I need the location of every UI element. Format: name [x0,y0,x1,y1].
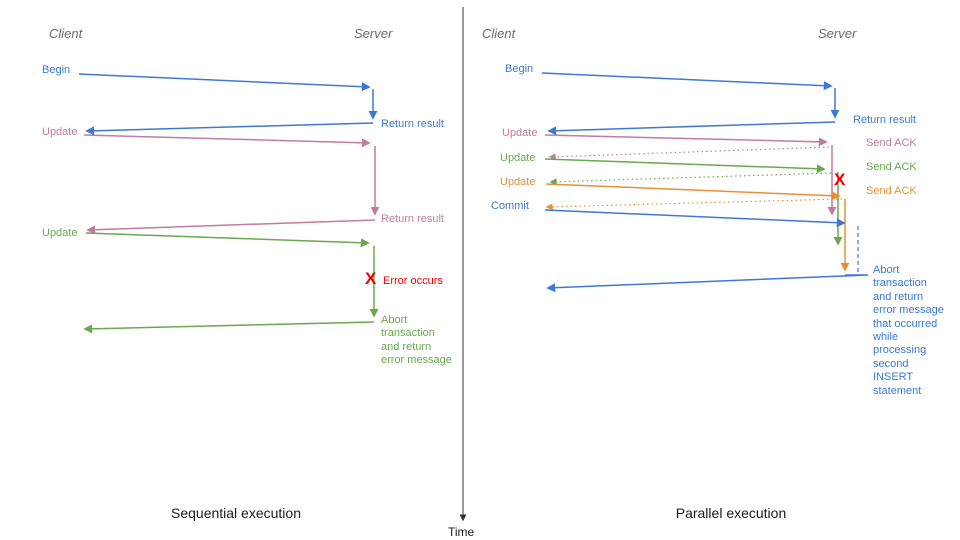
seq-server-header: Server [354,26,393,41]
par-commit-label: Commit [491,200,529,212]
parallel-arrows [541,72,869,293]
seq-abort-message: Abort transaction and return error messa… [381,314,452,367]
par-send-ack-2-label: Send ACK [866,161,917,173]
par-error-x-icon: X [834,170,846,189]
par-begin-request-arrow [541,72,833,91]
seq-error-x-icon: X [365,269,377,288]
par-update-1-label: Update [502,127,538,139]
par-send-ack-1-label: Send ACK [866,137,917,149]
seq-error-occurs-label: Error occurs [383,275,443,287]
par-server-header: Server [818,26,857,41]
par-send-ack-1-arrow [548,146,830,161]
seq-update-1-request-arrow [83,134,371,148]
seq-client-header: Client [49,26,83,41]
par-send-ack-3-arrow [545,198,843,211]
sequential-caption: Sequential execution [171,505,301,521]
seq-return-result-1-label: Return result [381,118,444,130]
par-update-1-request-arrow [544,134,828,147]
seq-return-result-2-label: Return result [381,213,444,225]
sequential-arrows [78,73,380,334]
seq-return-result-1-arrow [85,122,374,136]
par-return-result-arrow [547,121,836,136]
seq-update-2-label: Update [42,227,78,239]
time-axis-label: Time [448,525,475,539]
seq-abort-return-arrow [83,321,375,334]
par-send-ack-3-label: Send ACK [866,185,917,197]
par-send-ack-2-arrow [549,172,832,186]
par-abort-message: Abort transaction and return error messa… [873,264,944,397]
par-begin-label: Begin [505,63,534,75]
seq-return-result-2-arrow [86,219,376,235]
parallel-caption: Parallel execution [675,505,787,521]
par-update-2-request-arrow [544,158,826,174]
par-return-result-label: Return result [853,114,916,126]
seq-begin-label: Begin [42,64,71,76]
par-update-3-request-arrow [545,183,841,201]
seq-update-1-label: Update [42,126,78,138]
seq-begin-request-arrow [78,73,371,92]
par-update-3-label: Update [500,176,536,188]
seq-update-2-request-arrow [85,232,370,248]
par-client-header: Client [482,26,516,41]
par-update-2-label: Update [500,152,536,164]
par-commit-request-arrow [544,209,846,228]
par-abort-return-arrow [546,274,869,293]
